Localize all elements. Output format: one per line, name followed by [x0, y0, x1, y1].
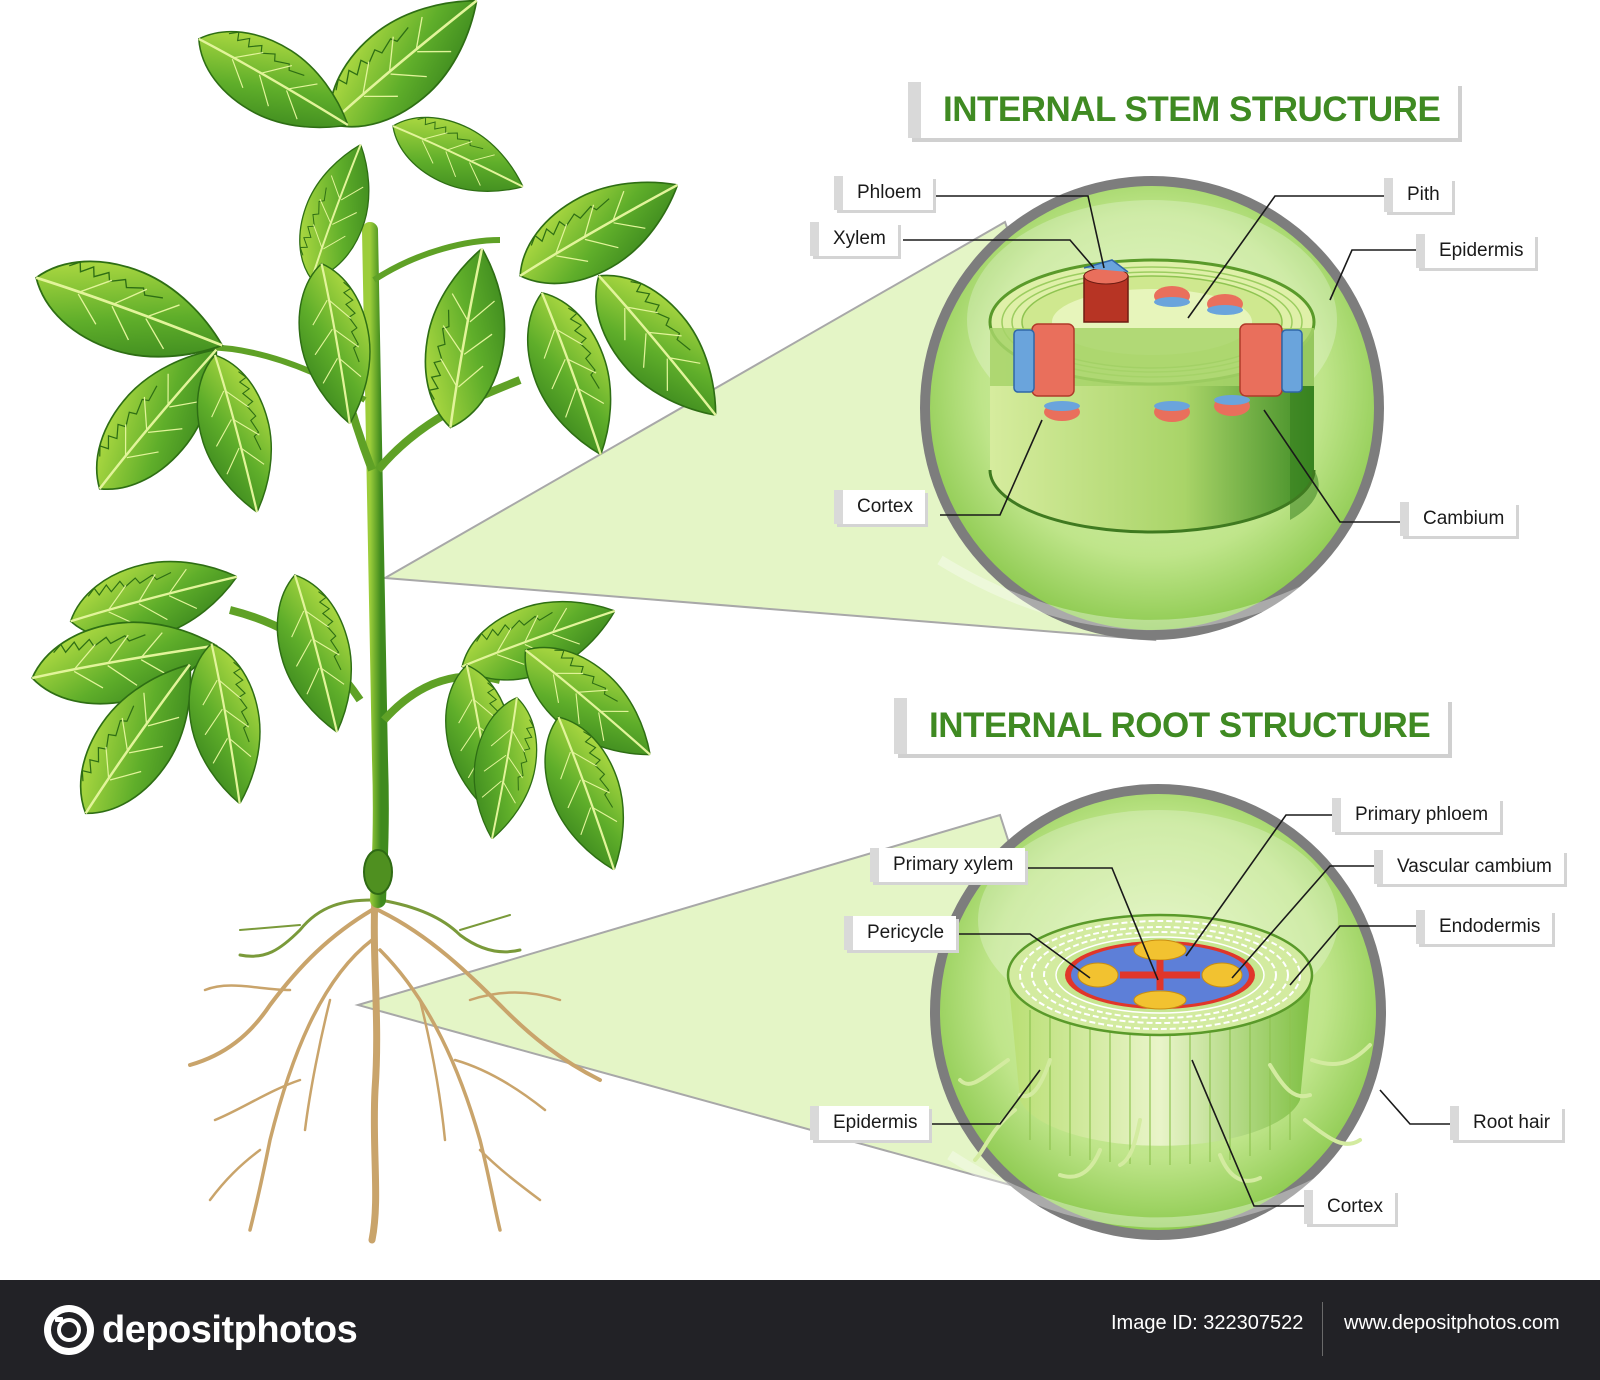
image-id-text: Image ID: 322307522: [1111, 1312, 1304, 1334]
label-stem-epidermis: Epidermis: [1416, 234, 1536, 268]
stem-structure-title: INTERNAL STEM STRUCTURE: [908, 82, 1459, 138]
brand-name: depositphotos: [102, 1308, 358, 1351]
label-pith: Pith: [1384, 178, 1452, 212]
stem-cross-section: [920, 176, 1384, 640]
label-stem-cortex: Cortex: [834, 490, 925, 524]
label-endodermis: Endodermis: [1416, 910, 1553, 944]
label-cambium: Cambium: [1400, 502, 1517, 536]
root-cross-section: [930, 784, 1386, 1240]
camera-icon: [44, 1305, 94, 1355]
label-vascular-cambium: Vascular cambium: [1374, 850, 1564, 884]
label-phloem: Phloem: [834, 176, 934, 210]
site-url-link[interactable]: www.depositphotos.com: [1344, 1312, 1560, 1334]
plant-roots: [188, 891, 602, 1244]
plant-illustration: [20, 0, 1450, 1244]
label-root-epidermis: Epidermis: [810, 1106, 930, 1140]
label-root-cortex: Cortex: [1304, 1190, 1395, 1224]
root-structure-title: INTERNAL ROOT STRUCTURE: [894, 698, 1449, 754]
stem-leader-lines: [903, 195, 1420, 523]
label-root-hair: Root hair: [1450, 1106, 1563, 1140]
label-xylem: Xylem: [810, 222, 898, 256]
watermark-footer: depositphotos Image ID: 322307522 www.de…: [0, 1280, 1600, 1380]
label-primary-phloem: Primary phloem: [1332, 798, 1501, 832]
label-pericycle: Pericycle: [844, 916, 957, 950]
label-primary-xylem: Primary xylem: [870, 848, 1026, 882]
footer-divider: [1322, 1302, 1323, 1356]
brand-logo: depositphotos: [42, 1302, 358, 1358]
root-leader-lines: [925, 814, 1450, 1207]
